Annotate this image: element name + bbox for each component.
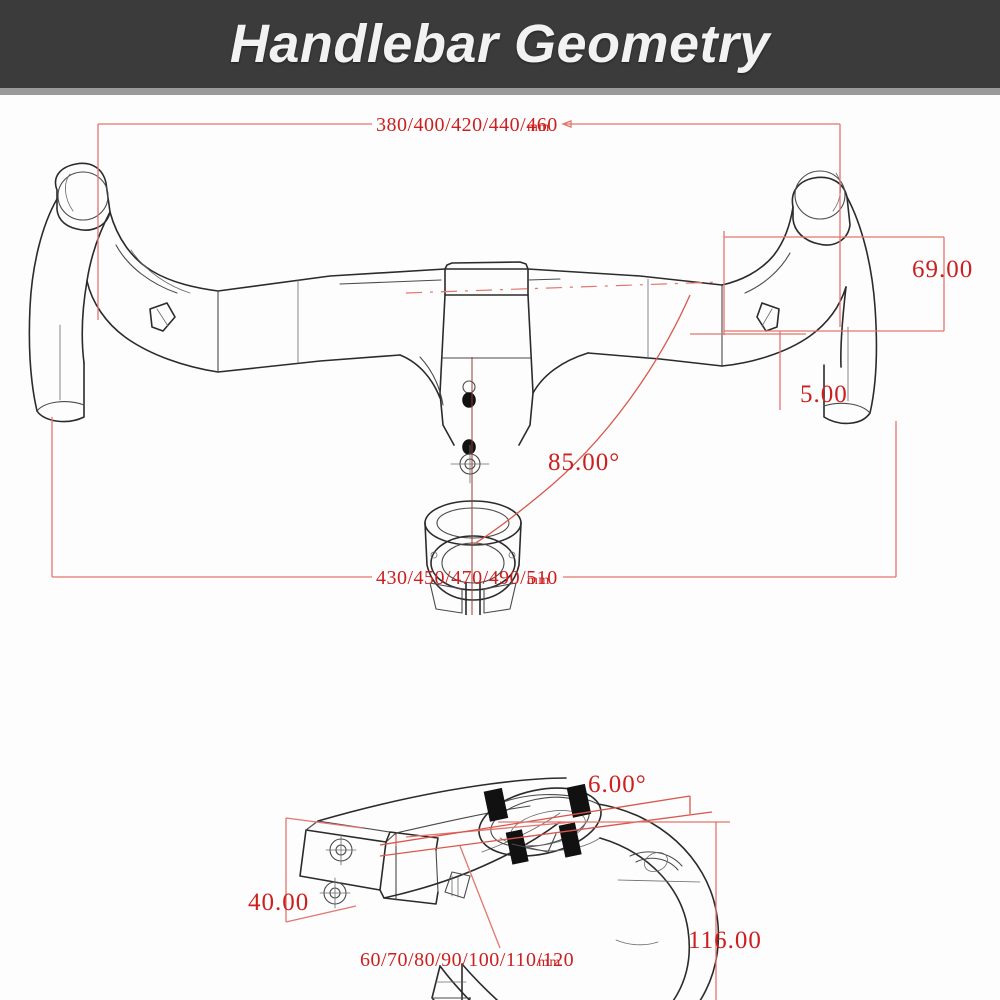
- top-view-drawing: 380/400/420/440/460 mm 430/450/470/490/5…: [28, 114, 973, 615]
- dim-flare-offset-label: 69.00: [912, 256, 973, 283]
- dim-stack-height-label: 40.00: [248, 889, 309, 916]
- side-drop-curve-group: [431, 803, 720, 1000]
- dim-top-width-unit: mm: [527, 120, 550, 135]
- dim-drop-depth: 116.00: [498, 821, 762, 1000]
- side-stem-clamp-group: [299, 820, 439, 909]
- dim-stem-length-unit: mm: [538, 955, 561, 970]
- title-banner: Handlebar Geometry: [0, 0, 1000, 88]
- dim-stem-length: 60/70/80/90/100/110/120 mm: [360, 821, 575, 971]
- dim-drop-depth-label: 116.00: [688, 927, 762, 954]
- dim-sweep-angle: 85.00°: [405, 281, 721, 545]
- dim-overall-width: 430/450/470/490/510 mm: [51, 417, 897, 589]
- right-drop-group: [527, 170, 878, 425]
- page-title: Handlebar Geometry: [229, 14, 771, 74]
- dim-drop-offset-label: 5.00: [800, 381, 848, 408]
- side-view-drawing: 40.00 60/70/80/90/100/110/120 mm 6.00°: [248, 771, 762, 1000]
- dim-stem-angle-label: 6.00°: [588, 771, 647, 798]
- dim-top-width: 380/400/420/440/460 mm: [97, 114, 841, 327]
- dim-flare-offset: 69.00: [723, 231, 973, 335]
- left-drop-group: [28, 162, 446, 423]
- dim-stem-length-label: 60/70/80/90/100/110/120: [360, 949, 574, 971]
- dim-stack-height: 40.00: [248, 817, 363, 923]
- dim-sweep-angle-label: 85.00°: [548, 449, 620, 476]
- dim-stem-angle: 6.00°: [379, 771, 713, 857]
- banner-underline: [0, 88, 1000, 95]
- technical-drawing-area: 380/400/420/440/460 mm 430/450/470/490/5…: [0, 95, 1000, 1000]
- dim-top-width-label: 380/400/420/440/460: [376, 114, 558, 136]
- dim-drop-offset: 5.00: [690, 331, 848, 410]
- dim-overall-width-label: 430/450/470/490/510: [376, 567, 558, 589]
- dim-overall-width-unit: mm: [527, 573, 550, 588]
- center-stem-group: [339, 261, 589, 615]
